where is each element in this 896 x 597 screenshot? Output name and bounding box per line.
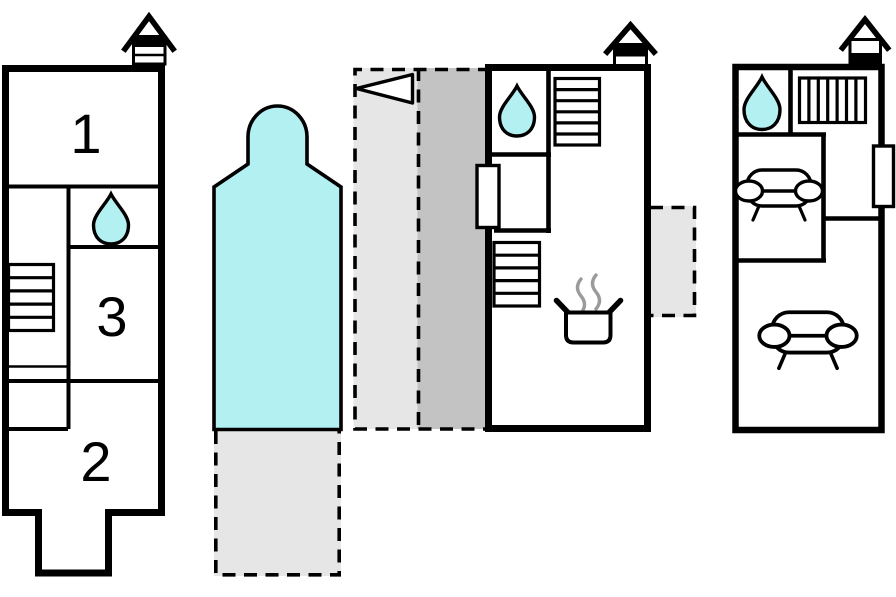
stairs-icon [492, 240, 542, 308]
room-label-3: 3 [96, 285, 127, 348]
house-level-band [850, 53, 881, 67]
stairs-icon [797, 76, 868, 125]
stairs-outline [6, 262, 56, 333]
outer-wall [2, 65, 165, 577]
door [871, 144, 896, 209]
pool-shape [212, 104, 343, 432]
stairs-icon [6, 262, 56, 333]
terrace-dark-zone [417, 68, 492, 429]
sofa-armrest [757, 322, 792, 349]
cooking-pot-icon [553, 273, 624, 345]
sofa-icon [733, 168, 825, 222]
stairs-outline [492, 240, 542, 308]
house-level-icon [838, 14, 892, 68]
steam-line [575, 277, 587, 315]
flag-triangle-icon [354, 72, 415, 105]
sofa-leg [777, 350, 788, 371]
steam-line [590, 273, 602, 311]
door [475, 163, 501, 230]
sofa-leg [828, 350, 839, 371]
house-level-icon [121, 11, 177, 66]
sofa-leg [751, 204, 761, 222]
house-level-icon [603, 20, 658, 70]
sofa-armrest [733, 179, 765, 203]
pool-terrace [214, 431, 341, 576]
room-label-2: 2 [80, 430, 111, 493]
sofa-leg [797, 204, 807, 222]
floorplan-middle [475, 20, 697, 432]
floorplan-left: 1 3 2 [2, 11, 177, 577]
balcony-dashed-border [650, 205, 697, 318]
water-drop-icon [91, 190, 131, 246]
pool-terrace-dashed-border [214, 431, 341, 577]
house-level-band [614, 44, 647, 57]
sofa-armrest [793, 179, 825, 203]
sofa-icon [757, 310, 859, 371]
floorplan-right [732, 14, 896, 434]
stairs-outline [797, 76, 868, 125]
pool-area [212, 104, 343, 577]
terrace-area [353, 67, 492, 431]
balcony [651, 206, 696, 317]
stairs-icon [553, 76, 602, 147]
room-label-1: 1 [70, 102, 101, 165]
sofa-armrest [824, 322, 859, 349]
terrace-dashed-border [353, 67, 491, 431]
water-drop-icon [742, 73, 782, 132]
terrace-light-zone [353, 68, 418, 429]
pot-body [564, 310, 613, 345]
water-drop-icon [497, 82, 537, 138]
house-level-band [133, 36, 165, 47]
